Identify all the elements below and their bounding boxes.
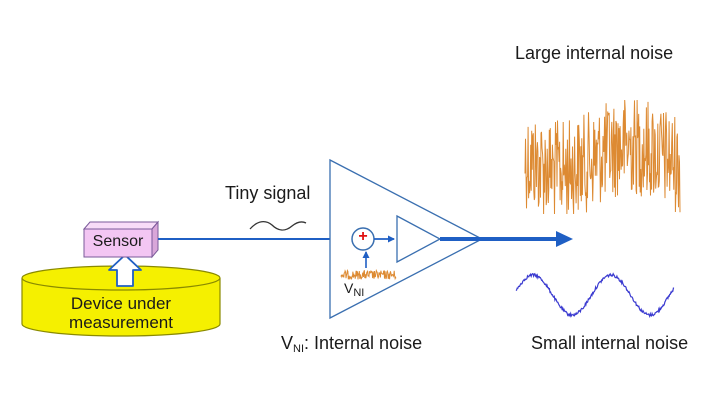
vni-caption-sub: NI <box>293 343 305 355</box>
large-noise-label: Large internal noise <box>515 43 674 63</box>
small-noise-label: Small internal noise <box>531 333 689 353</box>
large-noise-waveform <box>524 99 681 215</box>
vni-small-sub: NI <box>353 287 365 299</box>
inner-amplifier <box>396 214 442 264</box>
vni-noise-strip <box>340 268 397 281</box>
vni-small-main: V <box>344 280 354 296</box>
vni-small-label: VNI <box>344 280 364 299</box>
tiny-signal-label: Tiny signal <box>225 183 311 203</box>
small-noise-waveform <box>515 272 675 319</box>
sensor-label: Sensor <box>92 233 144 250</box>
vni-caption-rest: : Internal noise <box>304 333 423 353</box>
vni-caption-main: V <box>281 333 294 353</box>
summing-plus-icon: + <box>358 228 368 245</box>
up-arrow-outline-icon <box>108 254 142 287</box>
device-label-line1: Device under <box>70 294 172 313</box>
output-arrowhead <box>556 231 573 247</box>
tiny-signal-wave <box>249 221 307 231</box>
device-label-line2: measurement <box>69 313 173 332</box>
vni-caption: VNI: Internal noise <box>281 333 422 355</box>
device-label: Device under measurement <box>22 294 220 332</box>
sensor-box <box>82 220 160 259</box>
